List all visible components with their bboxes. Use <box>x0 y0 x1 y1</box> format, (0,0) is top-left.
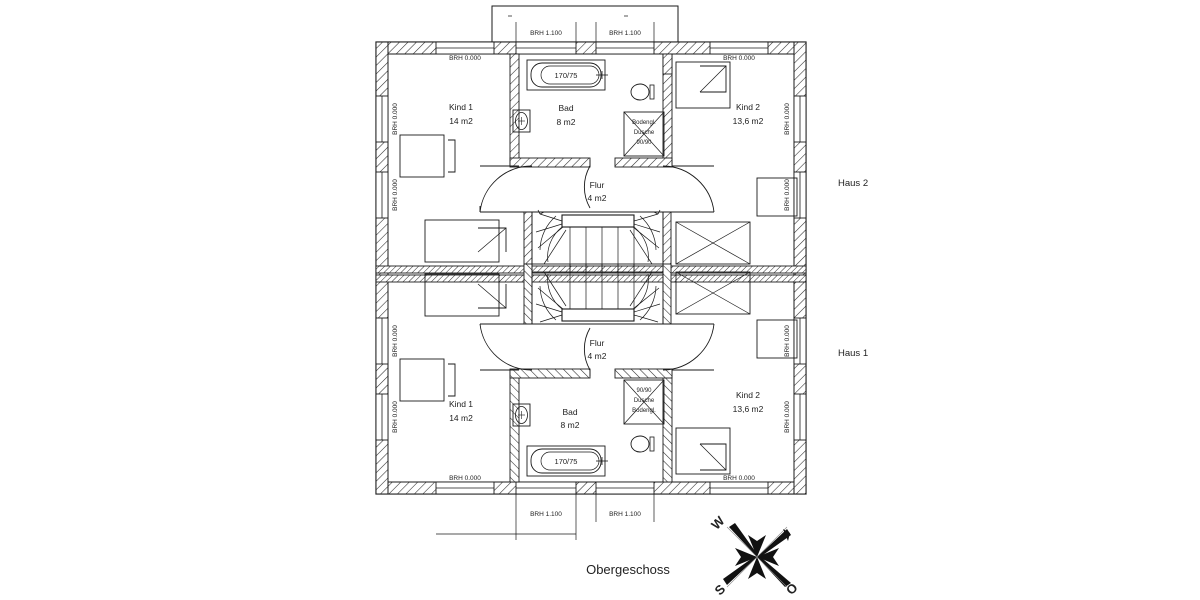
brh-label-right-2: BRH 0.000 <box>784 179 791 211</box>
room-area-kind1-lower: 14 m2 <box>449 413 473 423</box>
window-right-upper-b <box>793 171 807 219</box>
room-area-kind2-upper: 13,6 m2 <box>733 116 764 126</box>
room-labels-lower: Kind 1 14 m2 Bad 8 m2 Kind 2 13,6 m2 Flu… <box>449 338 764 430</box>
furniture-bed-kind2-upper <box>675 61 731 109</box>
brh-label-right-3: BRH 0.000 <box>784 325 791 357</box>
furniture-bed-kind1-lower <box>399 358 456 402</box>
window-top-right <box>709 41 769 55</box>
staircase-upper <box>531 209 664 273</box>
room-label-bad-upper: Bad <box>558 103 573 113</box>
room-area-kind1-upper: 14 m2 <box>449 116 473 126</box>
brh-annotations-bottom: BRH 0.000 BRH 1.100 BRH 1.100 BRH 0.000 <box>449 475 755 518</box>
shower-label-line3: 90/90 <box>636 140 652 146</box>
window-right-lower-b <box>793 393 807 441</box>
window-bottom-mid-right <box>595 481 655 495</box>
furniture-bed-kind2-lower <box>675 427 731 475</box>
bathtub-dimension-label-lower: 170/75 <box>555 457 578 466</box>
shower-label-line1: Bodengl. <box>632 120 656 126</box>
window-top-left <box>435 41 495 55</box>
shower-label-line1-lower: Bodengl. <box>632 408 656 414</box>
fixture-bathtub-upper: 170/75 <box>526 59 608 91</box>
room-area-kind2-lower: 13,6 m2 <box>733 404 764 414</box>
window-bottom-mid-left <box>515 481 577 495</box>
furniture-wardrobe-kind1-lower <box>424 273 507 317</box>
brh-annotations-top: BRH 0.000 BRH 1.100 BRH 1.100 BRH 0.000 <box>449 30 755 62</box>
brh-label-top-1: BRH 0.000 <box>449 55 481 62</box>
party-wall <box>375 265 807 283</box>
brh-label-top-3: BRH 1.100 <box>609 30 641 37</box>
room-label-flur-lower: Flur <box>590 338 605 348</box>
window-top-mid-right <box>595 41 655 55</box>
room-area-bad-upper: 8 m2 <box>557 117 576 127</box>
window-left-lower-a <box>375 317 389 365</box>
furniture-desk-kind2-lower <box>756 319 798 359</box>
window-right-upper-a <box>793 95 807 143</box>
room-area-bad-lower: 8 m2 <box>561 420 580 430</box>
staircase-lower <box>531 263 664 325</box>
brh-label-top-2: BRH 1.100 <box>530 30 562 37</box>
room-area-flur-upper: 4 m2 <box>588 193 607 203</box>
house-label-haus-2: Haus 2 <box>838 178 868 189</box>
bathtub-dimension-label: 170/75 <box>555 71 578 80</box>
brh-label-right-4: BRH 0.000 <box>784 401 791 433</box>
brh-label-left-2: BRH 0.000 <box>392 179 399 211</box>
furniture-desk-kind2-upper <box>756 177 798 217</box>
fixture-washbasin-lower <box>512 403 531 427</box>
north-arrow-icon <box>783 529 790 541</box>
haus-2-plan: 170/75 Bodengl. Dusche 90/90 <box>399 53 798 273</box>
furniture-bed-kind1-upper <box>399 134 456 178</box>
room-label-kind2-upper: Kind 2 <box>736 102 760 112</box>
room-label-kind1-lower: Kind 1 <box>449 399 473 409</box>
haus-1-plan: 170/75 Bodengl. Dusche 90/90 <box>399 263 798 483</box>
drawing-title: Obergeschoss <box>586 562 670 577</box>
doors-upper <box>479 160 715 213</box>
fixture-shower-upper: Bodengl. Dusche 90/90 <box>623 111 665 157</box>
house-label-haus-1: Haus 1 <box>838 348 868 359</box>
shower-label-line2-lower: Dusche <box>634 398 655 404</box>
fixture-shower-lower: Bodengl. Dusche 90/90 <box>623 379 665 425</box>
furniture-wardrobe-kind2-upper <box>675 221 751 265</box>
window-left-lower-b <box>375 393 389 441</box>
brh-label-left-3: BRH 0.000 <box>392 325 399 357</box>
furniture-wardrobe-kind2-lower <box>675 271 751 315</box>
window-bottom-right <box>709 481 769 495</box>
fixture-bathtub-lower: 170/75 <box>526 445 608 477</box>
window-right-lower-a <box>793 317 807 365</box>
brh-label-top-4: BRH 0.000 <box>723 55 755 62</box>
brh-label-left-1: BRH 0.000 <box>392 103 399 135</box>
brh-label-bottom-1: BRH 0.000 <box>449 475 481 482</box>
window-top-mid-left <box>515 41 577 55</box>
room-area-flur-lower: 4 m2 <box>588 351 607 361</box>
window-bottom-left <box>435 481 495 495</box>
room-label-flur-upper: Flur <box>590 180 605 190</box>
window-left-upper-b <box>375 171 389 219</box>
brh-label-bottom-4: BRH 0.000 <box>723 475 755 482</box>
shower-label-line3-lower: 90/90 <box>636 388 652 394</box>
brh-annotations-right: BRH 0.000 BRH 0.000 BRH 0.000 BRH 0.000 <box>784 103 791 433</box>
window-left-upper-a <box>375 95 389 143</box>
brh-label-left-4: BRH 0.000 <box>392 401 399 433</box>
brh-label-bottom-3: BRH 1.100 <box>609 511 641 518</box>
brh-label-bottom-2: BRH 1.100 <box>530 511 562 518</box>
fixture-wc-lower <box>630 435 655 453</box>
furniture-wardrobe-kind1-upper <box>424 219 507 263</box>
fixture-washbasin-upper <box>512 109 531 133</box>
brh-label-right-1: BRH 0.000 <box>784 103 791 135</box>
window-openings <box>375 41 807 495</box>
dimension-leaders <box>436 22 655 540</box>
room-label-kind1-upper: Kind 1 <box>449 102 473 112</box>
shower-label-line2: Dusche <box>634 130 655 136</box>
room-label-bad-lower: Bad <box>562 407 577 417</box>
brh-annotations-left: BRH 0.000 BRH 0.000 BRH 0.000 BRH 0.000 <box>392 103 399 433</box>
room-label-kind2-lower: Kind 2 <box>736 390 760 400</box>
fixture-wc-upper <box>630 83 655 101</box>
